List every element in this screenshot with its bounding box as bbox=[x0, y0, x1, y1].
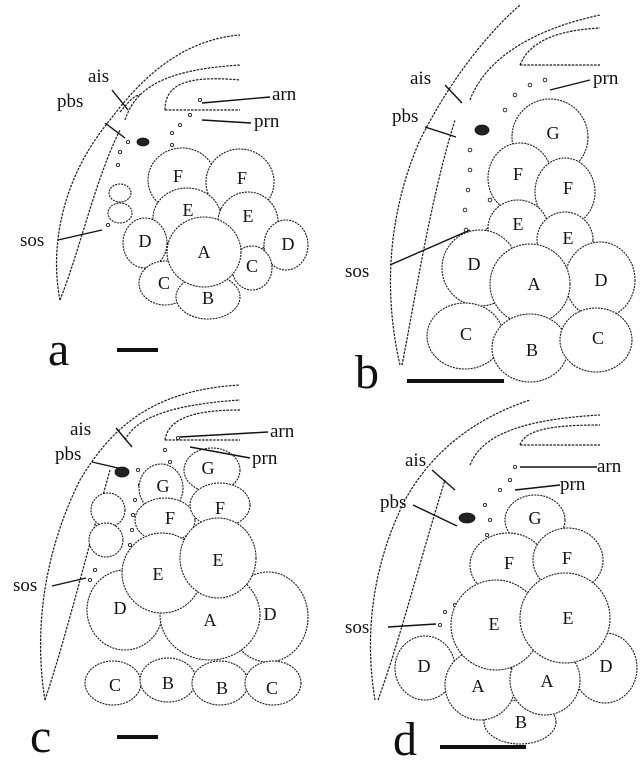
panel-a-eye bbox=[137, 138, 149, 146]
panel-a-plate-small-2 bbox=[108, 203, 132, 223]
panel-a: F F E E D D C C B A ais pbs sos arn prn … bbox=[20, 35, 308, 376]
panel-b-letter: b bbox=[355, 346, 379, 399]
panel-c-label-arn: arn bbox=[270, 421, 295, 442]
panel-d-label-pbs: pbs bbox=[380, 492, 406, 513]
plate-label-C: C bbox=[109, 675, 121, 695]
panel-b-label-ais: ais bbox=[410, 68, 431, 89]
panel-c: G G F F E E D A D C B B C ais pbs sos ar… bbox=[13, 385, 308, 763]
plate-label-C: C bbox=[246, 256, 258, 276]
panel-d-scale-bar bbox=[440, 745, 526, 749]
plate-label-E: E bbox=[243, 206, 254, 226]
plate-label-F: F bbox=[173, 166, 183, 186]
panel-d-label-prn: prn bbox=[560, 474, 586, 495]
panel-b-label-pbs: pbs bbox=[392, 106, 418, 127]
panel-a-label-arn: arn bbox=[272, 84, 297, 105]
plate-label-E: E bbox=[213, 550, 224, 570]
plate-label-E: E bbox=[183, 200, 194, 220]
plate-label-D: D bbox=[595, 270, 608, 290]
panel-a-snout bbox=[125, 65, 240, 120]
panel-b-scale-bar bbox=[407, 379, 504, 383]
plate-label-E: E bbox=[489, 614, 500, 634]
panel-d-label-arn: arn bbox=[597, 456, 622, 477]
plate-label-D: D bbox=[468, 254, 481, 274]
panel-d-snout bbox=[470, 415, 600, 465]
panel-c-scale-bar bbox=[117, 735, 158, 739]
plate-label-D: D bbox=[139, 231, 152, 251]
panel-b-eye bbox=[475, 125, 489, 135]
plate-label-C: C bbox=[266, 678, 278, 698]
panel-b: G F F E E D D A C B C ais pbs sos prn b bbox=[345, 5, 635, 399]
panel-c-label-sos: sos bbox=[13, 575, 37, 596]
plate-label-B: B bbox=[216, 678, 228, 698]
plate-label-A: A bbox=[472, 676, 485, 696]
plate-label-C: C bbox=[592, 328, 604, 348]
panel-d: G F F E E D D A A B ais pbs sos arn prn … bbox=[345, 400, 637, 763]
plate-label-F: F bbox=[563, 178, 573, 198]
plate-label-D: D bbox=[114, 598, 127, 618]
panel-b-label-prn: prn bbox=[593, 68, 619, 89]
panel-d-plates bbox=[395, 495, 637, 744]
plate-label-C: C bbox=[158, 273, 170, 293]
panel-a-label-pbs: pbs bbox=[57, 91, 83, 112]
plate-label-G: G bbox=[547, 123, 560, 143]
plate-label-B: B bbox=[526, 340, 538, 360]
plate-label-F: F bbox=[165, 508, 175, 528]
panel-a-label-sos: sos bbox=[20, 230, 44, 251]
panel-a-label-prn: prn bbox=[254, 111, 280, 132]
plate-label-A: A bbox=[198, 242, 211, 262]
plate-label-C: C bbox=[460, 324, 472, 344]
plate-label-D: D bbox=[600, 656, 613, 676]
plate-label-B: B bbox=[515, 712, 527, 732]
panel-d-label-ais: ais bbox=[405, 450, 426, 471]
panel-c-label-prn: prn bbox=[252, 448, 278, 469]
panel-a-plate-small-1 bbox=[109, 184, 131, 202]
panel-c-label-ais: ais bbox=[70, 419, 91, 440]
plate-label-A: A bbox=[541, 671, 554, 691]
plate-label-F: F bbox=[513, 164, 523, 184]
plate-label-F: F bbox=[562, 548, 572, 568]
panel-a-scale-bar bbox=[117, 348, 158, 352]
panel-b-snout bbox=[470, 15, 600, 100]
panel-d-eye bbox=[459, 513, 475, 523]
plate-label-F: F bbox=[237, 168, 247, 188]
plate-label-G: G bbox=[529, 508, 542, 528]
panel-c-plates bbox=[85, 448, 308, 705]
plate-label-E: E bbox=[563, 228, 574, 248]
plate-label-D: D bbox=[264, 604, 277, 624]
plate-label-G: G bbox=[202, 458, 215, 478]
plate-label-E: E bbox=[563, 608, 574, 628]
plate-label-B: B bbox=[202, 288, 214, 308]
plate-label-E: E bbox=[513, 214, 524, 234]
plate-label-A: A bbox=[528, 274, 541, 294]
plate-label-D: D bbox=[418, 656, 431, 676]
panel-d-label-sos: sos bbox=[345, 617, 369, 638]
plate-label-E: E bbox=[153, 564, 164, 584]
panel-b-label-sos: sos bbox=[345, 261, 369, 282]
panel-c-label-pbs: pbs bbox=[55, 444, 81, 465]
panel-c-letter: c bbox=[30, 710, 51, 763]
panel-a-letter: a bbox=[48, 323, 69, 376]
plate-label-A: A bbox=[204, 610, 217, 630]
panel-c-plate-small-1 bbox=[91, 493, 125, 527]
plate-label-F: F bbox=[504, 553, 514, 573]
panel-c-plate-small-2 bbox=[89, 523, 123, 557]
panel-a-label-ais: ais bbox=[88, 66, 109, 87]
plate-label-F: F bbox=[215, 498, 225, 518]
plate-label-B: B bbox=[162, 673, 174, 693]
plate-label-G: G bbox=[157, 476, 170, 496]
plate-label-D: D bbox=[282, 234, 295, 254]
panel-d-letter: d bbox=[393, 713, 417, 763]
